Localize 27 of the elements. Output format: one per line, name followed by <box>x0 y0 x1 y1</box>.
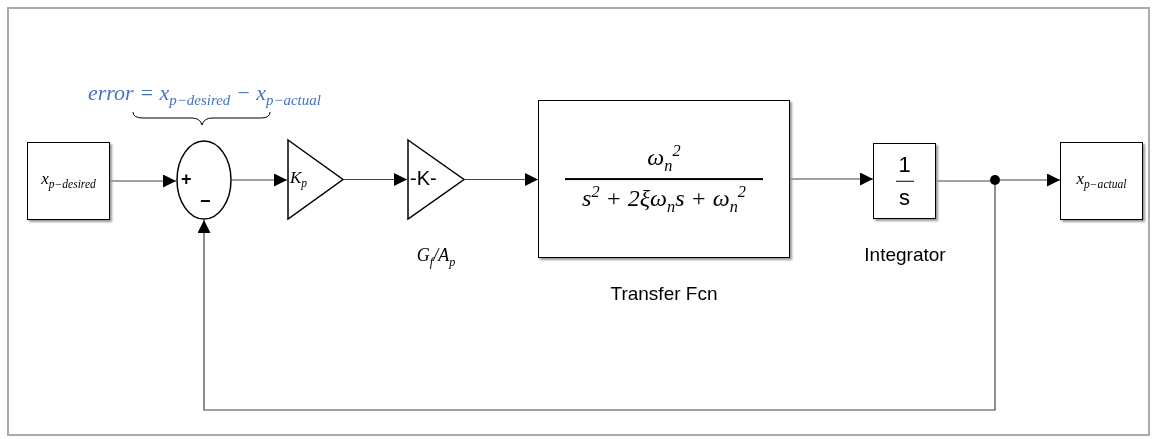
error-equation: error = x$_{p−desired}$ − x$_{p−actual}$ <box>88 80 321 110</box>
gain-block <box>407 139 465 220</box>
signal-arrow <box>789 172 874 186</box>
gain-block <box>287 139 344 220</box>
input-block <box>27 142 110 220</box>
branch-point <box>990 175 1000 185</box>
block-label: x$_{p−actual}$ <box>1075 168 1128 192</box>
signal-arrow <box>343 173 408 186</box>
sign-label: − <box>200 191 211 211</box>
numerator: 1 <box>898 150 911 179</box>
denominator: s <box>899 183 910 212</box>
signal-arrow <box>197 184 996 411</box>
block-caption: Transfer Fcn <box>610 283 718 305</box>
block-caption: Integrator <box>864 244 946 266</box>
output-block <box>1060 142 1143 220</box>
signal-arrow <box>999 173 1061 187</box>
signal-arrow <box>464 173 539 186</box>
transfer-function-block <box>538 100 790 258</box>
block-label: x$_{p−desired}$ <box>40 168 97 192</box>
block-caption: G$_{f}$/A$_{p}$ <box>416 245 456 270</box>
signal-arrow <box>109 174 177 188</box>
sign-label: + <box>181 169 192 189</box>
signal-arrow <box>231 173 288 187</box>
integrator-block <box>873 143 936 219</box>
gain-label: K$_{p}$ <box>290 167 308 190</box>
gain-label: -K- <box>410 166 437 190</box>
sum-junction <box>176 140 232 220</box>
